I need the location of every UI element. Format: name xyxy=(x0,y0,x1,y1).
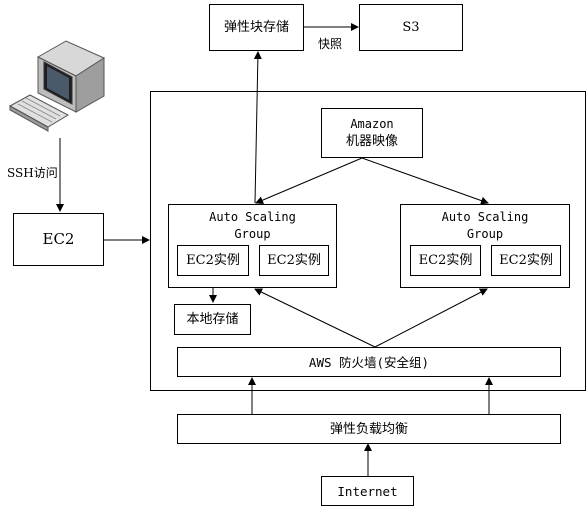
asg-to-ebs-arrow xyxy=(253,51,262,204)
firewall-to-asg-right-arrow xyxy=(374,288,488,348)
instance-left-1: EC2实例 xyxy=(177,245,249,276)
firewall-box: AWS 防火墙(安全组) xyxy=(177,347,561,377)
asg-right-label-line2: Group xyxy=(466,227,504,241)
instance-right-1: EC2实例 xyxy=(410,245,481,276)
asg-left-label-line2: Group xyxy=(234,227,271,241)
asg-left-label-line1: Auto Scaling xyxy=(209,210,296,224)
firewall-to-asg-left-arrow xyxy=(254,288,376,348)
load-balancer-box: 弹性负载均衡 xyxy=(177,414,561,444)
asg-right-label-line1: Auto Scaling xyxy=(441,210,529,224)
load-balancer-label: 弹性负载均衡 xyxy=(329,421,408,437)
s3-box: S3 xyxy=(359,4,463,51)
ssh-label: SSH访问 xyxy=(7,166,58,180)
desktop-computer-icon xyxy=(8,40,106,132)
snapshot-label: 快照 xyxy=(318,37,343,51)
cloud-boundary-frame xyxy=(150,91,586,391)
instance-left-2-label: EC2实例 xyxy=(267,253,321,268)
instance-right-2-label: EC2实例 xyxy=(499,253,553,268)
ebs-label: 弹性块存储 xyxy=(223,20,289,35)
ec2-label: EC2 xyxy=(42,230,75,248)
instance-right-2: EC2实例 xyxy=(491,245,561,276)
internet-label: Internet xyxy=(337,483,398,499)
internet-box: Internet xyxy=(321,476,414,506)
ec2-box: EC2 xyxy=(13,213,104,266)
ami-label-line1: Amazon xyxy=(350,117,394,131)
s3-label: S3 xyxy=(402,20,420,35)
instance-right-1-label: EC2实例 xyxy=(418,253,473,268)
firewall-label: AWS 防火墙(安全组) xyxy=(308,354,430,370)
ami-box: Amazon 机器映像 xyxy=(321,108,423,158)
local-storage-label: 本地存储 xyxy=(186,312,239,327)
instance-left-1-label: EC2实例 xyxy=(186,253,240,268)
ami-to-asg-right-arrow xyxy=(361,157,489,205)
instance-left-2: EC2实例 xyxy=(259,245,329,276)
ami-to-asg-left-arrow xyxy=(255,157,363,204)
ami-label-line2: 机器映像 xyxy=(345,134,398,149)
local-storage-box: 本地存储 xyxy=(174,304,251,335)
ebs-box: 弹性块存储 xyxy=(209,4,304,51)
